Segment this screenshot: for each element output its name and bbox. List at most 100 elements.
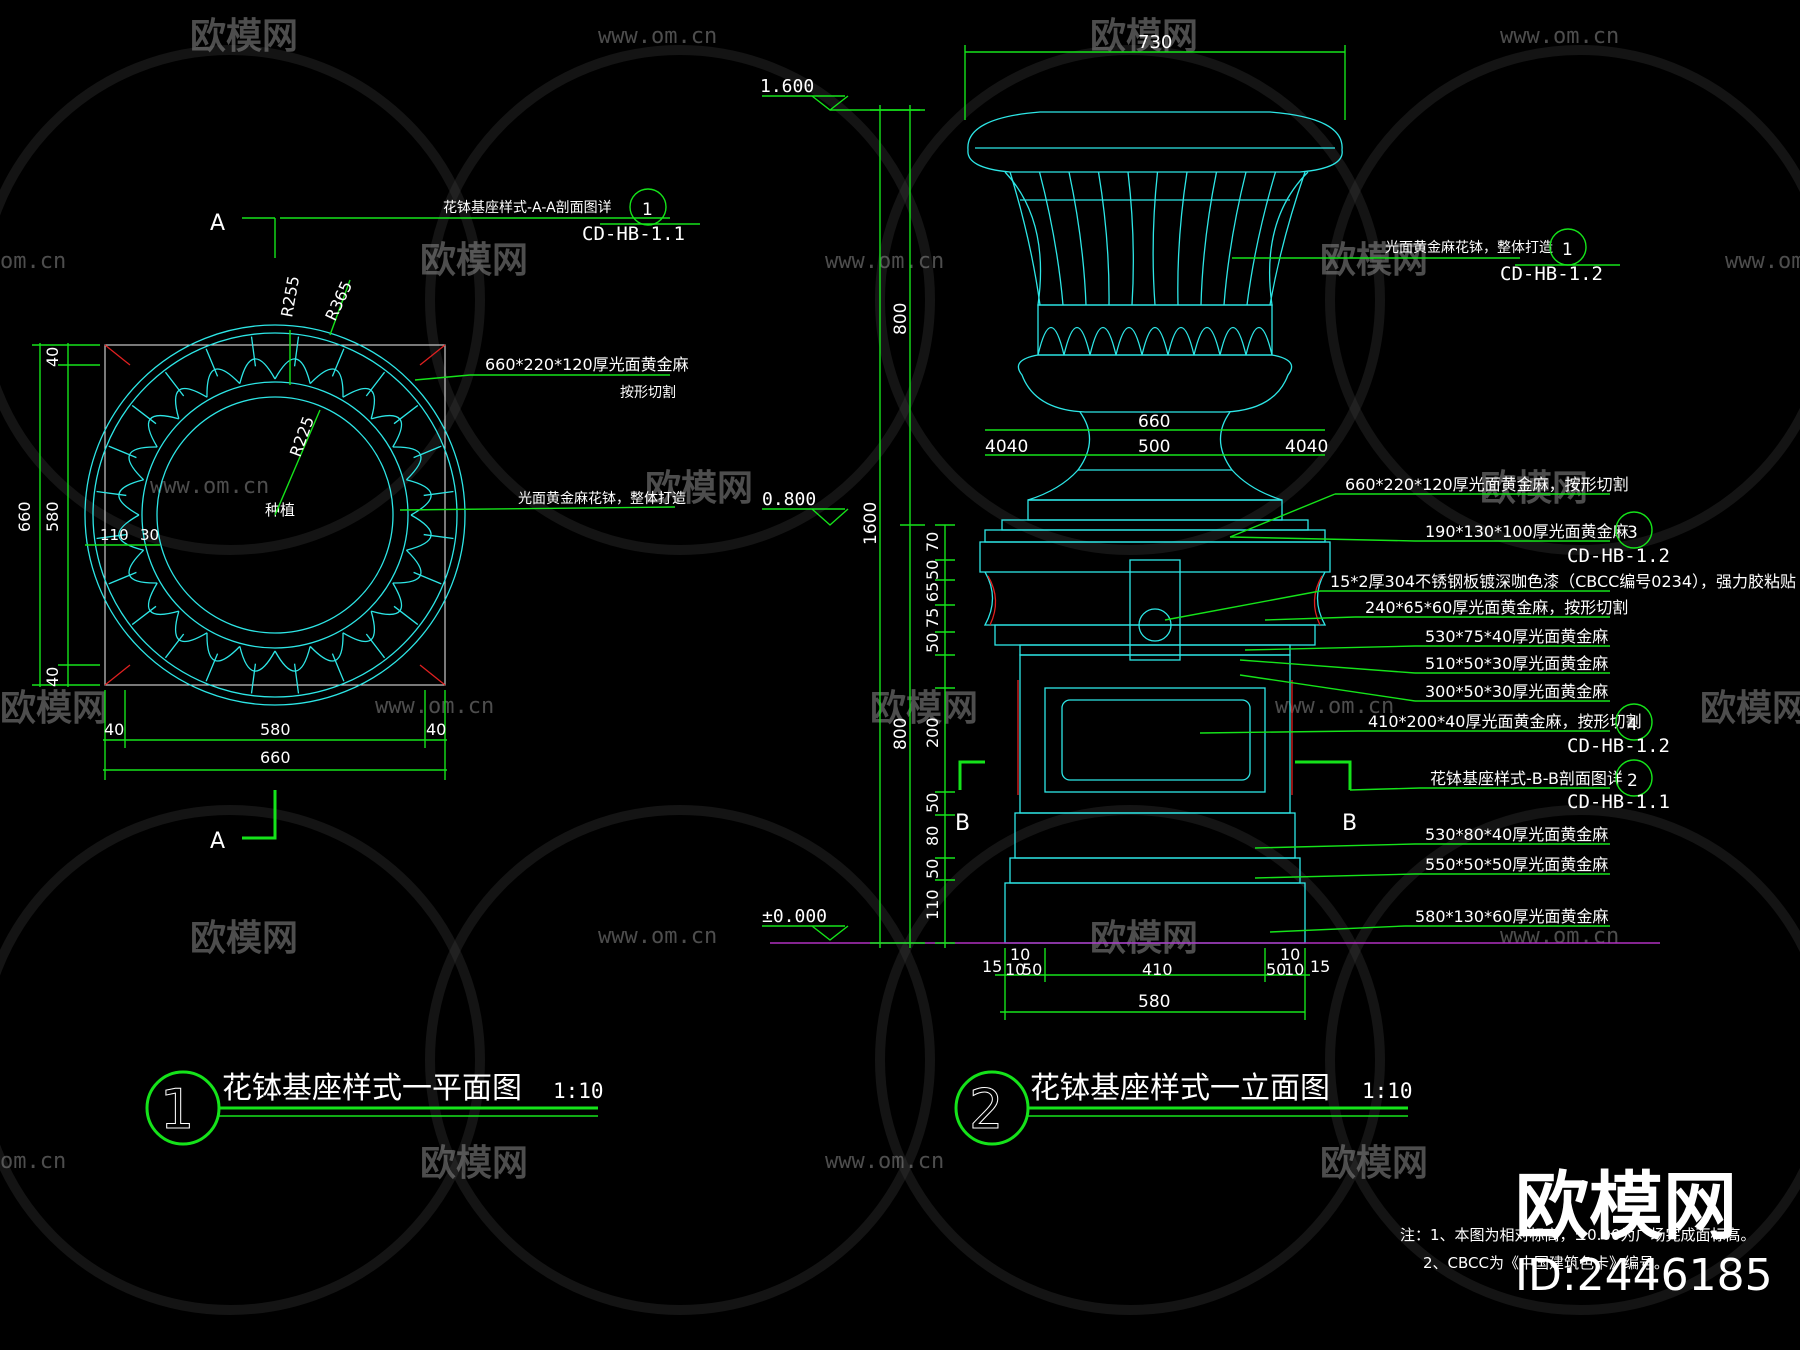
section-label-b-left: B [955,811,970,836]
elevation-note: 530*80*40厚光面黄金麻 [1425,825,1608,844]
watermark-url: www.om.cn [598,24,717,49]
dim-bottom-right: 40 [426,720,446,739]
elev-scale: 1:10 [1362,1079,1413,1103]
elevation-notes: 660*220*120厚光面黄金麻，按形切割190*130*100厚光面黄金麻1… [1164,475,1796,933]
bdim-15-right: 15 [1310,957,1330,976]
plan-scale: 1:10 [553,1079,604,1103]
watermark-brand: 欧模网 [1320,240,1428,281]
plan-title: 花钵基座样式一平面图 [222,1071,522,1106]
elevation-note: 240*65*60厚光面黄金麻，按形切割 [1365,598,1628,617]
elev-title: 花钵基座样式一立面图 [1030,1071,1330,1106]
dim-bottom-mid: 580 [260,720,291,739]
plan-inner-ring [141,381,409,649]
elevation-note: 510*50*30厚光面黄金麻 [1425,654,1608,673]
section-label-a-bottom: A [210,829,225,854]
leaf [1193,326,1221,356]
vdim-inner-label: 50 [923,859,942,879]
bdim-total: 580 [1138,992,1170,1012]
vdim-inner-label: 50 [923,793,942,813]
plan-note-stone: 660*220*120厚光面黄金麻 [485,355,689,374]
watermark-url: www.om.cn [1500,24,1619,49]
bdim-10-left: 10 [1005,960,1025,979]
section-label-b-right: B [1342,811,1357,836]
watermark-brand: 欧模网 [1090,918,1198,959]
watermark-brand: 欧模网 [1090,16,1198,57]
level-0800: 0.800 [762,489,816,510]
dim-left-bottom: 40 [43,667,62,687]
watermark-brand: 欧模网 [1700,688,1800,729]
vdim-inner-label: 50 [923,633,942,653]
bdim-50-right: 50 [1266,960,1286,979]
neck-dim-500: 500 [1138,437,1170,457]
leaf [1141,326,1169,356]
plan-callout-circle [629,188,667,226]
vdim-inner-label: 80 [923,826,942,846]
watermark-brand: 欧模网 [870,688,978,729]
plan-callout-text: 花钵基座样式-A-A剖面图详 [443,199,612,216]
section-label-a-top: A [210,211,225,236]
elevation-note: 660*220*120厚光面黄金麻，按形切割 [1345,475,1629,494]
watermark-brand: 欧模网 [1320,1143,1428,1184]
footer: 注：1、本图为相对标高，±0.00为广场完成面标高。 2、CBCC为《中国建筑色… [1400,1164,1773,1301]
elevation-note: 300*50*30厚光面黄金麻 [1425,682,1608,701]
watermark-layer: 欧模网 欧模网 欧模网 欧模网 欧模网 欧模网 欧模网 欧模网 欧模网 欧模网 … [0,16,1800,1315]
plan-callout-ref: CD-HB-1.1 [582,223,685,245]
plan-title-num: 1 [160,1078,194,1141]
watermark-url: www.om.cn [825,249,944,274]
footer-id: ID:2446185 [1515,1250,1773,1301]
dim-left-top: 40 [43,347,62,367]
vdim-inner-label: 65 [923,582,942,602]
urn-lower-bowl [1017,354,1293,413]
elevation-note: 410*200*40厚光面黄金麻，按形切割 [1368,712,1641,731]
watermark-brand: 欧模网 [1480,468,1588,509]
elev-callout-circle-4 [1615,703,1653,741]
level-1600: 1.600 [760,76,814,97]
watermark-brand: 欧模网 [420,240,528,281]
plan-note-pot: 光面黄金麻花钵，整体打造 [518,490,686,507]
watermark-url: om.cn [0,1149,66,1174]
plan-view: 种植 A A 花钵基座样式-A-A剖面图详 1 CD-HB-1.1 R255 R… [15,188,700,1146]
leaf [1115,326,1143,356]
elev-callout-ref-2: CD-HB-1.1 [1567,791,1670,813]
neck-dim-right: 4040 [1285,437,1328,457]
plan-planting-circle [156,396,394,634]
leaf [1063,326,1091,356]
dim-left-mid: 580 [43,501,62,532]
watermark-url: www.om.cn [1500,924,1619,949]
planting-label: 种植 [265,501,295,519]
bdim-15-left: 15 [982,957,1002,976]
vdim-inner-label: 70 [923,532,942,552]
vdim-inner-label: 110 [923,889,942,920]
elev-title-num: 2 [969,1078,1003,1141]
elevation-note: 530*75*40厚光面黄金麻 [1425,627,1608,646]
plan-outer-ring [84,324,466,706]
bdim-10-right-top: 10 [1280,945,1300,964]
bdim-410: 410 [1142,960,1173,979]
footer-note-2: 2、CBCC为《中国建筑色卡》编号。 [1423,1254,1669,1272]
plan-base-square [104,344,446,686]
plan-note-cut: 按形切割 [620,384,676,401]
vdim-1600: 1600 [861,502,881,545]
elev-callout-num-3: 3 [1627,523,1638,543]
vdim-inner-label: 75 [923,608,942,628]
pedestal-panel [1044,687,1266,793]
watermark-url: www.om.cn [150,474,269,499]
lion-head-ornament [1129,559,1181,661]
watermark-url: om.cn [0,249,66,274]
watermark-brand: 欧模网 [645,468,753,509]
urn-lip [967,111,1343,173]
watermark-brand: 欧模网 [420,1143,528,1184]
elev-callout-circle-3 [1615,511,1653,549]
dim-bottom-left: 40 [104,720,124,739]
plan-callout-num: 1 [642,200,653,220]
elev-callout-num-4: 4 [1627,715,1638,735]
watermark-brand: 欧模网 [190,16,298,57]
footer-note-1: 注：1、本图为相对标高，±0.00为广场完成面标高。 [1400,1226,1756,1244]
vdim-inner-label: 50 [923,560,942,580]
level-0000: ±0.000 [762,906,827,927]
elev-callout-circle-2 [1615,759,1653,797]
bdim-10-left-top: 10 [1010,945,1030,964]
elev-callout-ref-4: CD-HB-1.2 [1567,735,1670,757]
plan-petal-pattern [96,336,454,694]
